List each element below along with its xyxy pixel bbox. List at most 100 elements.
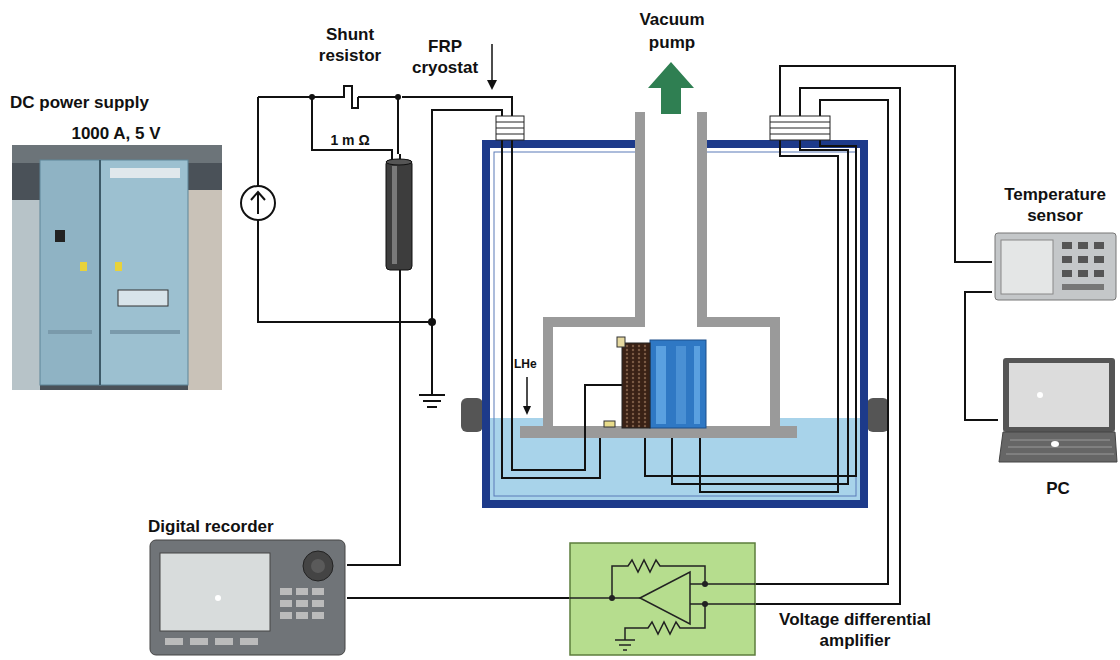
recorder-device	[312, 612, 324, 619]
differential-amplifier: Voltage differential amplifier	[570, 543, 755, 655]
power-supply-photo	[55, 230, 65, 242]
recorder-device	[303, 551, 333, 581]
current-source-symbol	[241, 186, 275, 220]
temperature-monitor	[1094, 242, 1104, 249]
recorder-device	[296, 600, 308, 607]
cryostat-vessel	[461, 398, 483, 432]
laptop	[1008, 447, 1112, 448]
amplifier-circuit	[640, 572, 690, 624]
sample-coil	[650, 340, 706, 428]
recorder-device	[296, 588, 308, 595]
amplifier-circuit	[570, 543, 755, 655]
device-label: DC power supply	[10, 92, 222, 113]
amplifier-circuit	[570, 543, 755, 655]
recorder-device	[165, 638, 183, 645]
current-lead	[502, 100, 888, 584]
laptop	[1006, 454, 1114, 455]
junction-dot	[309, 94, 315, 100]
pointer-arrow	[526, 377, 528, 408]
device-label: Voltage differential amplifier	[760, 609, 950, 651]
amplifier-circuit	[615, 640, 635, 650]
pump-arrow	[648, 62, 694, 114]
temperature-monitor	[1094, 256, 1104, 263]
device-label: 1000 A, 5 V	[8, 123, 224, 144]
shunt-resistor: Shunt resistor1 m Ω	[300, 22, 402, 154]
laptop	[1037, 392, 1043, 398]
recorder-device	[296, 612, 308, 619]
coaxial-cable	[392, 166, 397, 264]
pointer-arrow	[523, 406, 531, 415]
recorder-device	[160, 553, 270, 631]
coaxial-cable	[386, 159, 412, 270]
current-lead	[502, 140, 600, 478]
current-lead	[672, 140, 848, 484]
power-supply-photo	[100, 160, 188, 385]
laptop	[999, 358, 1117, 462]
temperature-monitor	[1062, 242, 1072, 249]
recorder-device	[312, 600, 324, 607]
temperature-monitor	[995, 233, 1116, 300]
laptop	[1051, 441, 1059, 447]
laptop	[1003, 358, 1115, 432]
temperature-monitor	[1078, 256, 1088, 263]
device-label: Temperature sensor	[992, 184, 1118, 226]
power-supply-photo	[12, 145, 222, 390]
current-lead	[755, 100, 888, 584]
device-label: FRP cryostat	[402, 36, 488, 78]
cryostat: FRP cryostat	[482, 140, 868, 508]
recorder-device	[311, 559, 325, 573]
current-source-symbol	[251, 192, 265, 214]
coaxial-cable	[386, 160, 412, 270]
ground-symbol	[423, 400, 441, 402]
device-label: PC	[998, 478, 1118, 499]
sample-coil	[676, 346, 686, 424]
feedthrough	[770, 122, 830, 123]
recorder-device	[280, 612, 292, 619]
feedthrough	[496, 116, 524, 140]
feedthrough	[496, 134, 524, 135]
feedthrough	[770, 134, 830, 135]
current-lead	[645, 140, 856, 476]
power-supply-photo	[110, 168, 180, 178]
recorder-device	[150, 540, 345, 655]
feedthrough	[496, 128, 524, 129]
digital-recorder: Digital recorder	[145, 516, 347, 657]
amplifier-circuit	[609, 595, 615, 601]
ground-symbol	[419, 395, 445, 407]
temperature-monitor	[995, 233, 1116, 300]
feedthrough	[770, 116, 830, 140]
amplifier-circuit	[702, 581, 708, 587]
circuit-wire	[257, 97, 259, 186]
circuit-wire	[258, 96, 338, 98]
temperature-monitor	[1078, 270, 1088, 277]
wire	[965, 292, 998, 420]
recorder-device	[150, 540, 345, 655]
feedthrough	[496, 116, 830, 140]
coaxial-cable	[386, 159, 412, 165]
device-label: 1 m Ω	[300, 132, 400, 149]
temperature-monitor	[1001, 240, 1053, 294]
sample-coil	[604, 421, 615, 427]
power-supply-photo	[12, 200, 40, 390]
laptop	[1009, 363, 1109, 427]
sample-coil	[604, 337, 706, 428]
power-supply-photo	[48, 330, 92, 334]
vacuum-can	[520, 112, 797, 438]
temperature-sensor: Temperature sensor	[992, 184, 1120, 302]
power-supply-photo	[12, 145, 222, 390]
temperature-monitor	[1078, 242, 1088, 249]
device-label: Digital recorder	[148, 516, 338, 537]
shunt-resistor-symbol	[338, 86, 358, 108]
temperature-monitor	[1062, 256, 1072, 263]
junction-dot	[395, 94, 401, 100]
recorder-device	[240, 638, 258, 645]
power-supply: DC power supply 1000 A, 5 V	[8, 88, 226, 392]
circuit-wire	[258, 97, 502, 395]
liquid-helium-label: LHe	[514, 357, 554, 372]
current-source-symbol	[241, 186, 275, 220]
power-supply-photo	[40, 160, 100, 385]
vacuum-pump-label: Vacuum pump	[620, 8, 724, 54]
